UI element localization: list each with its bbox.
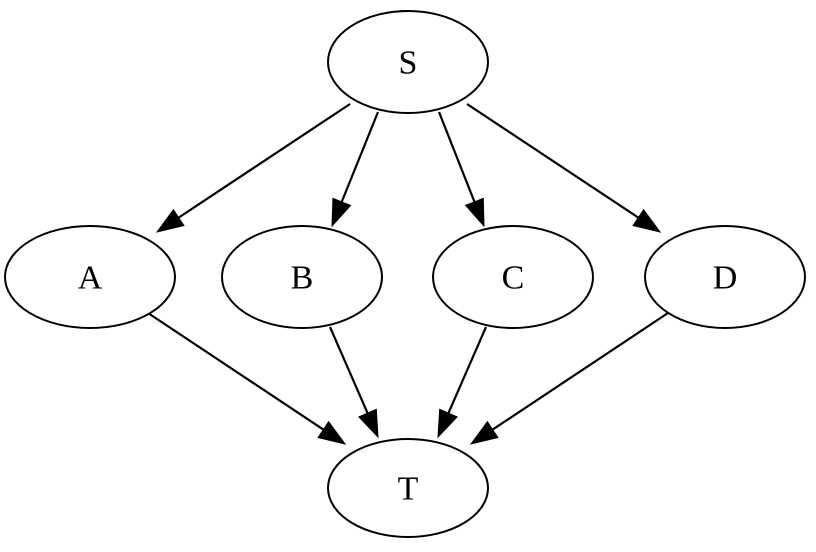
graph-edge	[469, 312, 669, 445]
graph-node-t[interactable]: T	[327, 438, 489, 538]
graph-edge	[437, 326, 488, 439]
edge-line	[147, 312, 324, 431]
node-ellipse[interactable]	[221, 225, 383, 329]
graph-edge	[155, 103, 351, 233]
edge-line	[492, 312, 669, 431]
edge-arrowhead	[331, 197, 352, 228]
edge-arrowhead	[464, 197, 485, 228]
graph-node-c[interactable]: C	[432, 225, 594, 329]
graph-node-a[interactable]: A	[4, 225, 176, 329]
edge-arrowhead	[155, 208, 185, 233]
edge-line	[340, 111, 380, 203]
node-ellipse[interactable]	[644, 225, 806, 329]
node-ellipse[interactable]	[327, 10, 489, 114]
node-label: B	[291, 260, 314, 297]
node-ellipse[interactable]	[4, 225, 176, 329]
edge-arrowhead	[469, 420, 499, 445]
graph-node-b[interactable]: B	[221, 225, 383, 329]
graph-edge	[147, 312, 347, 445]
graph-edge	[466, 103, 662, 233]
edge-line	[178, 103, 351, 219]
edge-line	[447, 326, 488, 414]
edge-arrowhead	[437, 408, 458, 439]
edges-layer	[147, 103, 669, 445]
graph-edge	[437, 111, 485, 228]
graph-edge	[331, 111, 380, 228]
edge-line	[466, 103, 639, 219]
graph-edge	[328, 326, 379, 439]
node-label: D	[713, 260, 738, 297]
nodes-layer: S A B C D T	[4, 10, 806, 538]
node-ellipse[interactable]	[327, 438, 489, 538]
node-label: S	[399, 45, 418, 82]
edge-line	[437, 111, 476, 203]
graph-node-d[interactable]: D	[644, 225, 806, 329]
edge-arrowhead	[632, 208, 662, 233]
edge-arrowhead	[317, 420, 347, 445]
edge-arrowhead	[358, 408, 379, 439]
node-label: T	[398, 471, 419, 508]
node-label: A	[78, 260, 103, 297]
node-ellipse[interactable]	[432, 225, 594, 329]
node-label: C	[502, 260, 525, 297]
graph-node-s[interactable]: S	[327, 10, 489, 114]
edge-line	[328, 326, 369, 414]
